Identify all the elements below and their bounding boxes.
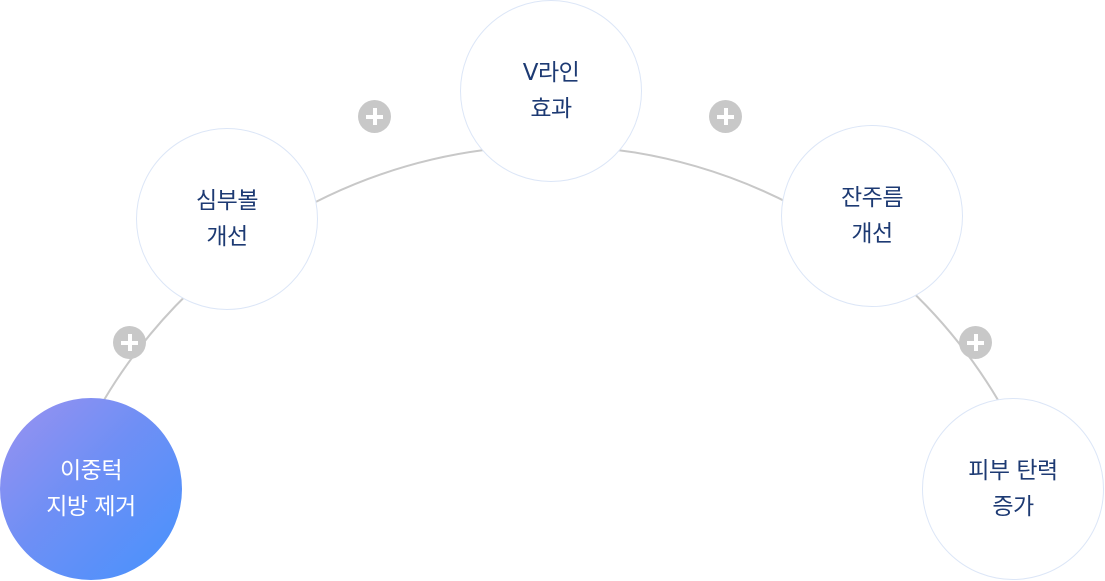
node-label-line1: 잔주름 xyxy=(841,185,903,211)
node-label-line1: 심부볼 xyxy=(196,188,258,214)
node-label-line2: 개선 xyxy=(851,221,893,247)
node-label-line2: 효과 xyxy=(530,96,572,122)
node-label-line2: 개선 xyxy=(206,224,248,250)
node-double-chin-fat-removal[interactable]: 이중턱 지방 제거 xyxy=(0,398,182,580)
plus-icon xyxy=(959,326,992,359)
node-label-line2: 증가 xyxy=(992,494,1034,520)
node-label-line1: V라인 xyxy=(522,60,580,86)
plus-icon xyxy=(113,326,146,359)
node-label-line1: 피부 탄력 xyxy=(968,458,1058,484)
node-deep-cheek-improvement[interactable]: 심부볼 개선 xyxy=(136,128,318,310)
node-skin-elasticity-increase[interactable]: 피부 탄력 증가 xyxy=(922,398,1104,580)
node-label-line2: 지방 제거 xyxy=(46,494,136,520)
node-v-line-effect[interactable]: V라인 효과 xyxy=(460,0,642,182)
plus-icon xyxy=(709,100,742,133)
plus-icon xyxy=(358,100,391,133)
node-label-line1: 이중턱 xyxy=(60,458,122,484)
node-fine-wrinkle-improvement[interactable]: 잔주름 개선 xyxy=(781,125,963,307)
